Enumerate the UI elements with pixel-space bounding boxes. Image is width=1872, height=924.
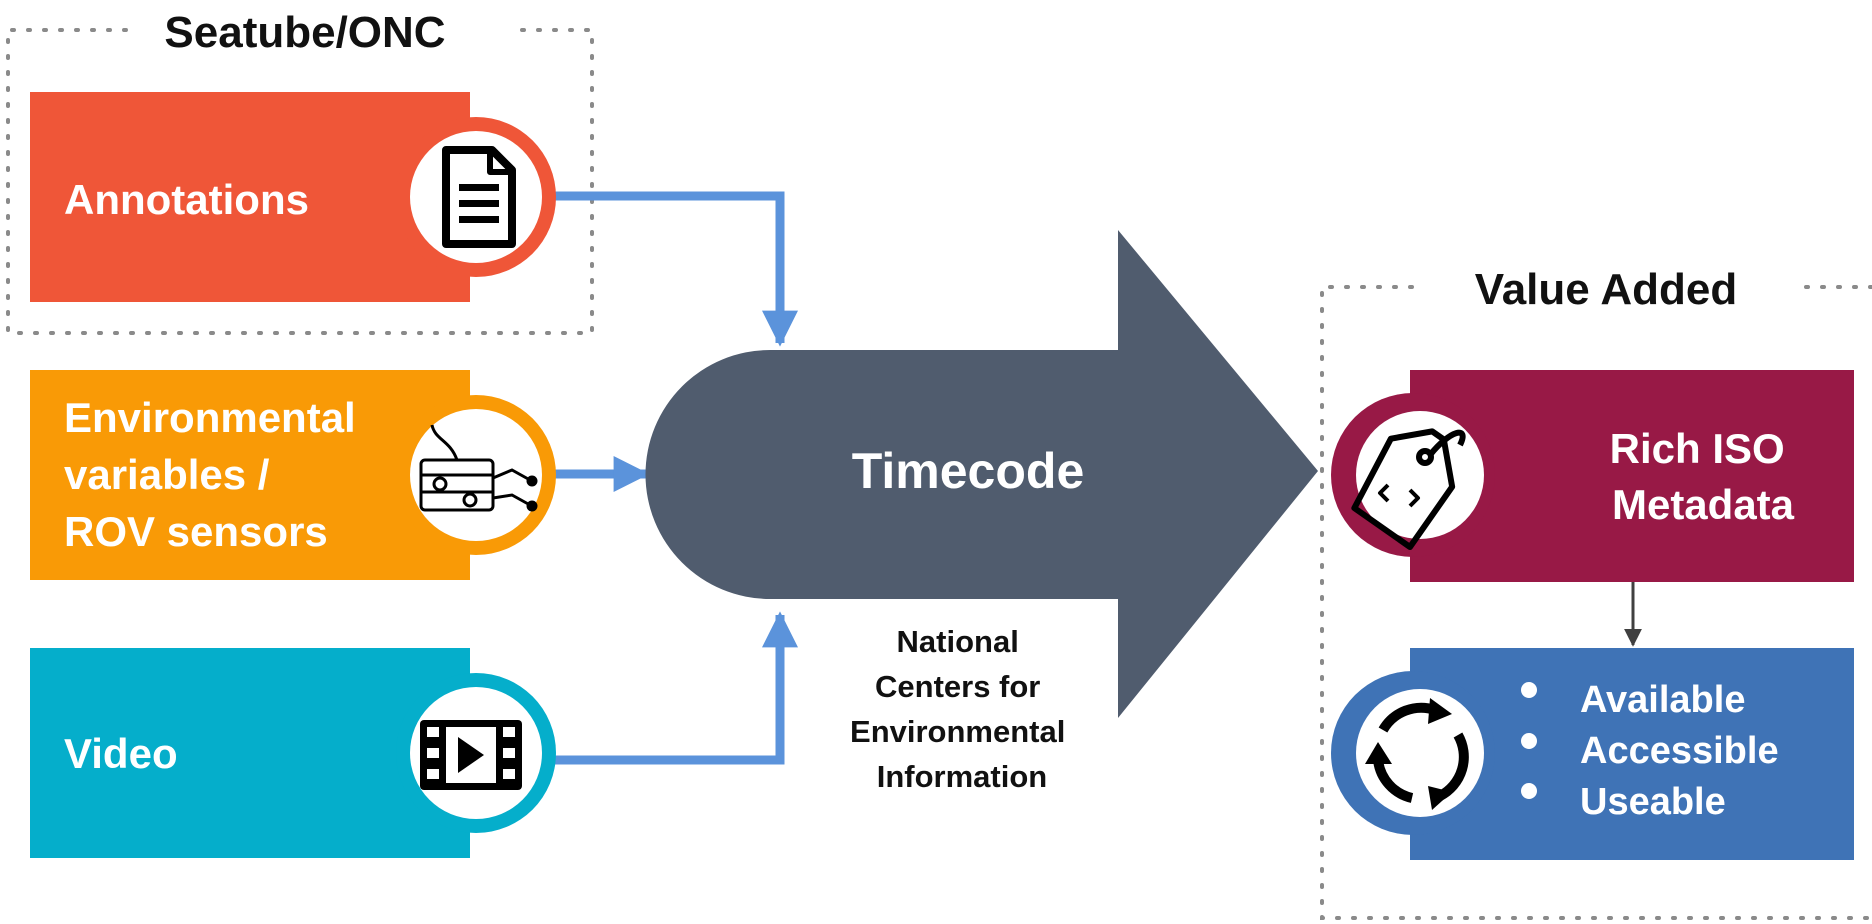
sensors-label: Environmental variables / ROV sensors bbox=[64, 394, 367, 555]
metadata-label: Rich ISO Metadata bbox=[1610, 425, 1797, 528]
bullet-available: Available bbox=[1580, 679, 1745, 721]
timecode-arrow: Timecode National Centers for Environmen… bbox=[645, 230, 1318, 794]
metadata-box: Rich ISO Metadata bbox=[1331, 370, 1854, 582]
video-box: Video bbox=[30, 648, 556, 858]
fair-box: Available Accessible Useable bbox=[1331, 648, 1854, 860]
bullet-dot bbox=[1521, 733, 1537, 749]
source-group-border bbox=[6, 28, 594, 335]
source-group: Seatube/ONC bbox=[6, 8, 594, 335]
document-icon bbox=[442, 146, 516, 248]
value-group: Value Added bbox=[1320, 265, 1872, 920]
rov-icon bbox=[419, 424, 538, 512]
connectors bbox=[555, 191, 798, 765]
value-group-border bbox=[1320, 285, 1872, 920]
timecode-arrow-shape bbox=[645, 230, 1318, 718]
annotations-label: Annotations bbox=[64, 176, 309, 223]
bullet-dot bbox=[1521, 783, 1537, 799]
annotations-box: Annotations bbox=[30, 92, 556, 302]
ncei-caption: National Centers for Environmental Infor… bbox=[850, 624, 1074, 794]
film-icon bbox=[420, 720, 522, 790]
bullet-accessible: Accessible bbox=[1580, 730, 1779, 772]
source-group-title: Seatube/ONC bbox=[164, 8, 445, 57]
bullet-useable: Useable bbox=[1580, 781, 1726, 823]
timecode-title: Timecode bbox=[852, 443, 1085, 499]
value-group-title: Value Added bbox=[1475, 265, 1737, 314]
cycle-arrows-icon bbox=[1365, 698, 1469, 810]
fair-bullets: Available Accessible Useable bbox=[1521, 679, 1779, 823]
video-connector bbox=[555, 611, 798, 765]
tag-icon bbox=[1351, 428, 1466, 551]
annotations-connector bbox=[555, 191, 798, 347]
video-label: Video bbox=[64, 730, 178, 777]
sensors-box: Environmental variables / ROV sensors bbox=[30, 370, 556, 580]
bullet-dot bbox=[1521, 682, 1537, 698]
